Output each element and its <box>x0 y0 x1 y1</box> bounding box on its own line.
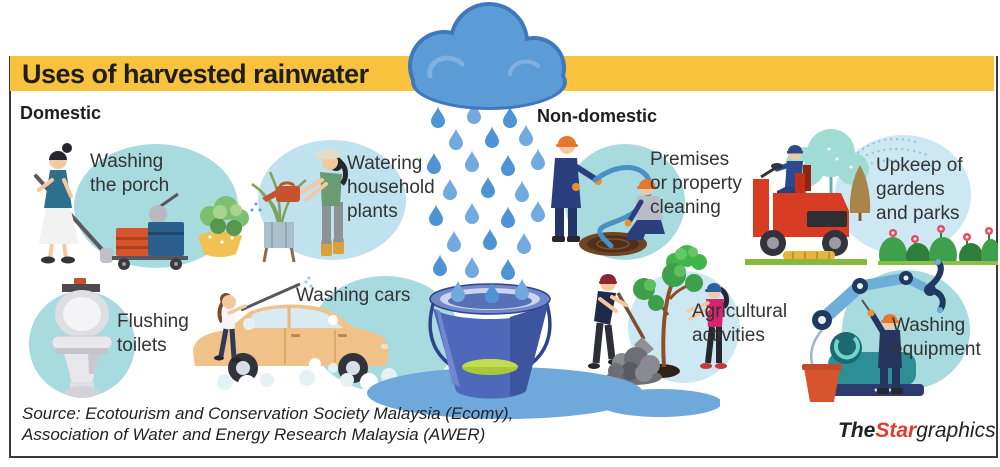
label-watering-plants: Watering household plants <box>347 153 435 222</box>
label-premises-cleaning: Premises or property cleaning <box>650 149 742 218</box>
section-label-domestic: Domestic <box>20 103 102 123</box>
bucket-small-icon <box>802 364 842 402</box>
bush-icon <box>666 245 707 271</box>
premises-cleaning-illustration <box>551 136 707 271</box>
page-title: Uses of harvested rainwater <box>22 59 369 89</box>
potted-plants-icon <box>198 171 307 263</box>
robot-arm-icon <box>809 259 946 373</box>
watering-can-icon <box>250 181 300 212</box>
street-sweeper-icon <box>745 145 867 265</box>
flushing-toilets-illustration <box>29 278 135 398</box>
cleaning-cart-icon <box>112 192 188 270</box>
upkeep-gardens-illustration <box>745 129 998 265</box>
spray-lance-icon <box>240 282 301 312</box>
sprinkler-spray <box>848 138 936 174</box>
washing-porch-illustration <box>34 143 238 270</box>
toilet-icon <box>51 278 113 398</box>
vignette-circle <box>835 135 971 255</box>
label-washing-porch: Washing the porch <box>90 151 170 196</box>
label-flushing-toilets: Flushing toilets <box>117 311 189 356</box>
thestar-graphics-logo: TheStargraphics <box>838 419 996 442</box>
watering-plants-illustration <box>198 140 406 263</box>
source-credit: Source: Ecotourism and Conservation Soci… <box>22 404 514 444</box>
label-upkeep-gardens: Upkeep of gardens and parks <box>876 155 963 224</box>
rain-cloud-icon <box>408 2 567 110</box>
label-agricultural-activities: Agricultural activities <box>692 301 788 346</box>
label-washing-cars: Washing cars <box>296 285 411 306</box>
washing-equipment-illustration <box>802 259 970 402</box>
raindrops-icon <box>427 102 545 303</box>
washing-cars-illustration <box>193 276 459 393</box>
flower-bed-icon <box>878 225 998 265</box>
section-label-non-domestic: Non-domestic <box>537 106 658 126</box>
label-washing-equipment: Washing equipment <box>892 315 981 360</box>
